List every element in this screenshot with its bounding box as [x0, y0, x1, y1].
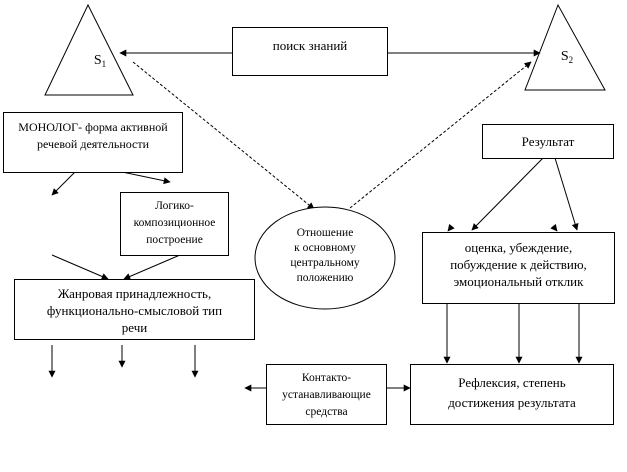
evaluation-line: побуждение к действию,	[450, 257, 587, 272]
relation-line: к основному	[294, 242, 356, 254]
contact-line: Контакто-	[301, 372, 352, 384]
logic-line: композиционное	[133, 217, 216, 229]
reflection-line: Рефлексия, степень	[458, 375, 566, 390]
s2-label: S2	[552, 49, 582, 68]
evaluation-line: оценка, убеждение,	[464, 240, 573, 255]
monolog-box: МОНОЛОГ- форма активной речевой деятельно…	[3, 112, 183, 173]
evaluation-line: эмоциональный отклик	[453, 274, 584, 289]
arrowhead-stub-1	[447, 223, 455, 232]
logic-line: Логико-	[155, 200, 194, 212]
arrow-result-to-evaluation-1	[471, 157, 544, 231]
triangle-s1	[44, 3, 134, 96]
reflection-line: достижения результата	[448, 395, 576, 410]
contact-line: устанавливающие	[282, 389, 371, 401]
triangle-s2	[524, 3, 606, 91]
contact-means-box: Контакто-устанавливающие средства	[266, 364, 387, 425]
arrow-logic-to-genre	[123, 254, 181, 280]
genre-line: речи	[121, 320, 148, 335]
relation-line: положению	[296, 272, 354, 284]
s2-letter: S	[560, 49, 569, 64]
genre-line: Жанровая принадлежность,	[57, 286, 212, 301]
arrow-result-to-evaluation-2	[554, 157, 579, 231]
monolog-line: МОНОЛОГ- форма активной	[18, 120, 168, 134]
search-knowledge-text: поиск знаний	[272, 38, 348, 53]
s1-label: S1	[85, 53, 115, 72]
s1-letter: S	[93, 53, 102, 68]
evaluation-box: оценка, убеждение, побуждение к действию,…	[422, 232, 615, 304]
contact-line: средства	[305, 406, 348, 418]
arrowhead-stub-2	[550, 223, 558, 232]
s2-subscript: 2	[568, 55, 574, 65]
arrow-monolog-to-logic	[121, 171, 171, 185]
dashed-arrow-relation-to-s2	[349, 61, 532, 209]
arrow-monolog-left	[51, 171, 76, 196]
relation-text: Отношение к основному центральному положени…	[270, 226, 380, 286]
logic-line: построение	[146, 234, 203, 246]
dashed-arrow-s1-to-relation	[132, 61, 315, 210]
reflection-box: Рефлексия, степень достижения результата	[410, 364, 614, 425]
arrow-to-genre-left	[51, 254, 109, 280]
result-box: Результат	[482, 124, 614, 159]
genre-box: Жанровая принадлежность, функционально-см…	[14, 279, 255, 340]
relation-ellipse	[254, 206, 396, 310]
search-knowledge-box: поиск знаний	[232, 27, 388, 76]
result-text: Результат	[521, 134, 575, 149]
monolog-line: речевой деятельности	[36, 137, 150, 151]
genre-line: функционально-смысловой тип	[46, 303, 223, 318]
relation-line: Отношение	[296, 227, 354, 239]
logic-composition-box: Логико-композиционное построение	[120, 192, 229, 256]
relation-line: центральному	[290, 257, 360, 269]
s1-subscript: 1	[101, 59, 107, 69]
